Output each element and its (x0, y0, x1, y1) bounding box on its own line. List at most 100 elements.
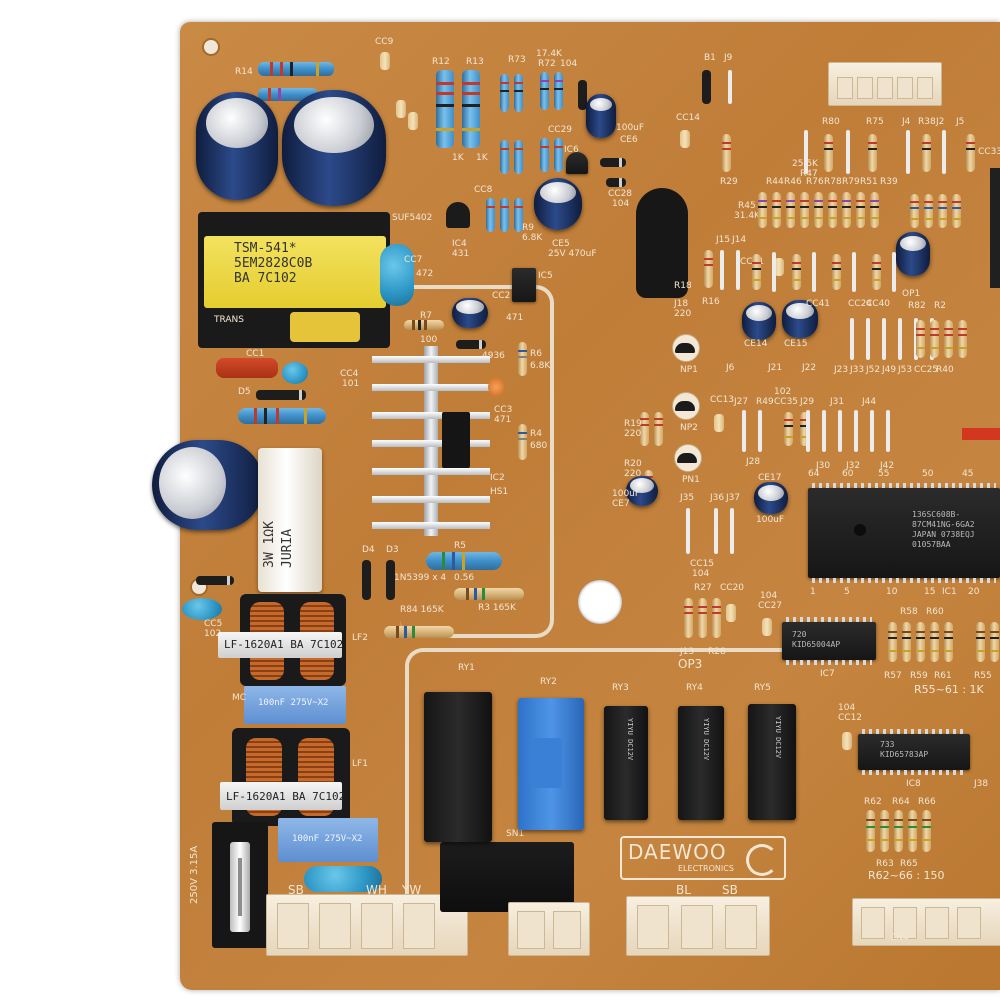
silk-label: R12 (432, 57, 450, 67)
resistor-r7 (404, 320, 444, 330)
resistor (540, 138, 549, 172)
resistor (514, 198, 523, 232)
electrolytic-capacitor-ce17 (754, 482, 788, 514)
silk-label: CC5 (204, 619, 223, 629)
silk-label: R47 (800, 169, 818, 179)
resistor (540, 72, 549, 110)
silk-label: D3 (386, 545, 399, 555)
resistor (486, 198, 495, 232)
driver-ic8: 733 KID65783AP (858, 729, 970, 775)
silk-label: J36 (710, 493, 725, 503)
silk-label: R14 (235, 67, 253, 77)
resistor-r80 (824, 134, 833, 172)
jumper-wire (852, 252, 856, 292)
transformer-tape (290, 312, 360, 342)
silk-label: 45 (962, 469, 974, 479)
silk-label: OP1 (902, 289, 921, 299)
silk-label: 1K (476, 153, 488, 163)
resistor (908, 810, 917, 852)
silk-label: PN1 (682, 475, 700, 485)
silk-label: HS1 (490, 487, 509, 497)
isolation-trace (405, 648, 804, 912)
jumper-wire (730, 508, 734, 554)
silk-label: R6 (530, 349, 542, 359)
ceramic-capacitor-cc13 (714, 414, 724, 432)
silk-label: CC3 (494, 405, 513, 415)
silk-label: J52 (866, 365, 881, 375)
silk-label: R40 (936, 365, 954, 375)
isolation-trace (400, 285, 554, 638)
electrolytic-capacitor (452, 298, 488, 328)
silk-label: LF1 (352, 759, 368, 769)
jumper-wire (728, 70, 732, 104)
relay-ry4: YIYU DC12V (678, 706, 724, 820)
silk-label: R2 (934, 301, 946, 311)
electrolytic-capacitor-ce15 (782, 300, 818, 338)
jumper-wire (720, 250, 724, 290)
ceramic-capacitor-cc20 (726, 604, 736, 622)
silk-label: 4936 (482, 351, 505, 361)
red-component-edge (962, 428, 1000, 440)
connector-cn1 (266, 894, 468, 956)
resistor (842, 192, 851, 228)
silk-label: CC40 (866, 299, 891, 309)
silk-label: IC1 (942, 587, 957, 597)
silk-label: R28 (708, 647, 726, 657)
resistor-r19 (640, 412, 649, 446)
silk-label: R5 (454, 541, 466, 551)
silk-label: R38 (918, 117, 936, 127)
silk-label: 6.8K (530, 361, 551, 371)
silk-label: R64 (892, 797, 910, 807)
silk-label: MC (232, 693, 247, 703)
silk-label: CC2 (492, 291, 511, 301)
silk-label: J38 (974, 779, 989, 789)
resistor (800, 412, 809, 446)
silk-label: J32 (846, 461, 861, 471)
silk-label: R75 (866, 117, 884, 127)
transistor-pad-np2 (672, 392, 700, 420)
silk-label: R63 (876, 859, 894, 869)
silk-label: 104 (560, 59, 578, 69)
jumper-wire (804, 130, 808, 174)
silk-label: 6.8K (522, 233, 543, 243)
silk-label: CE17 (758, 473, 782, 483)
silk-label: SUF5402 (392, 213, 433, 223)
silk-label: R7 (420, 311, 432, 321)
silk-label: CE7 (612, 499, 630, 509)
silk-label: TRANS (214, 315, 244, 325)
silk-label: 1N5399 x 4 (394, 573, 447, 583)
connector-cn4 (852, 898, 1000, 946)
silk-label: R76 (806, 177, 824, 187)
silk-label: J44 (862, 397, 877, 407)
resistor (856, 192, 865, 228)
ceramic-capacitor (282, 362, 308, 384)
silk-label: 220 (674, 309, 692, 319)
silk-label: 100uF (612, 489, 641, 499)
resistor (238, 408, 326, 424)
mounting-hole (202, 38, 220, 56)
resistor (944, 622, 953, 662)
resistor-r28 (712, 598, 721, 638)
silk-label: D4 (362, 545, 375, 555)
silk-label: R16 (702, 297, 720, 307)
silk-label: 50 (922, 469, 934, 479)
silk-label: R29 (720, 177, 738, 187)
relay-ry3: YIYU DC12V (604, 706, 648, 820)
film-capacitor-cc1 (216, 358, 278, 378)
silk-label: CE5 (552, 239, 570, 249)
line-filter-lf1 (232, 728, 350, 826)
diode (606, 178, 626, 187)
electrolytic-capacitor (196, 92, 278, 200)
silk-label: WH (366, 883, 387, 897)
silk-label: R39 (880, 177, 898, 187)
resistor (952, 194, 961, 228)
lf2-label-text: LF-1620A1 BA 7C102 (224, 638, 344, 651)
silk-label: IC6 (564, 145, 579, 155)
safety-capacitor (182, 598, 222, 620)
resistor (704, 250, 713, 288)
resistor (758, 192, 767, 228)
silk-label: 20 (968, 587, 980, 597)
resistor-r14 (258, 62, 334, 76)
silk-label: 250V 3.15A (189, 845, 200, 904)
